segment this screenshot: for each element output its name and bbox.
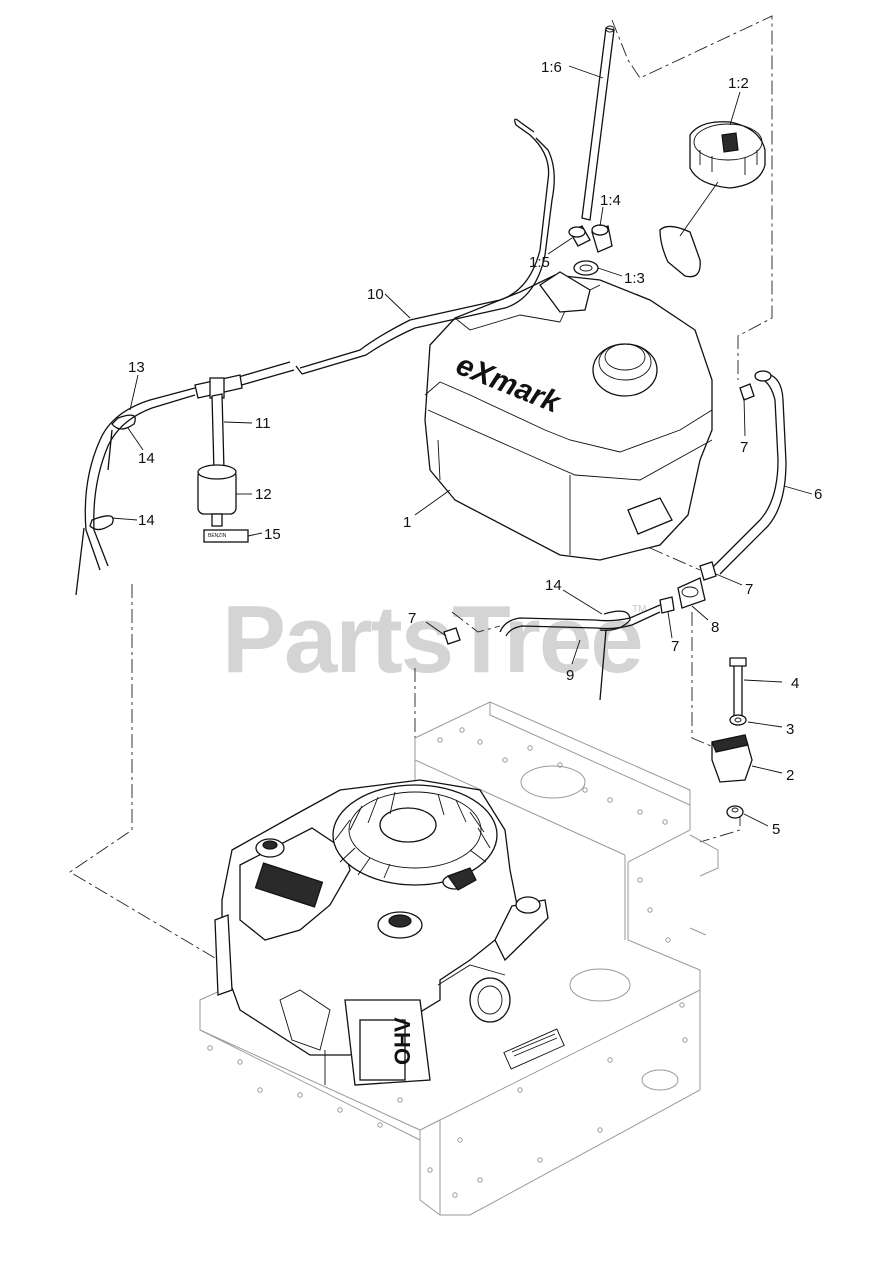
callout-1-3: 1:3 — [624, 270, 645, 287]
callout-11: 11 — [255, 415, 271, 432]
callout-13: 13 — [128, 359, 145, 376]
callout-7-right: 7 — [745, 581, 753, 598]
callout-3: 3 — [786, 721, 794, 738]
callout-8: 8 — [711, 619, 719, 636]
engine: OHV — [214, 779, 549, 1086]
callout-1-2: 1:2 — [728, 75, 749, 92]
watermark-text: PartsTree — [222, 586, 642, 693]
vent-rod-assembly — [568, 25, 615, 276]
callout-5: 5 — [772, 821, 780, 838]
engine-decal-text: OHV — [390, 1017, 415, 1065]
callout-14-lower: 14 — [138, 512, 155, 529]
callout-7-center: 7 — [671, 638, 679, 655]
callout-14-line: 14 — [545, 577, 562, 594]
callout-1-4: 1:4 — [600, 192, 621, 209]
callout-2: 2 — [786, 767, 794, 784]
callout-1-5: 1:5 — [529, 254, 550, 271]
watermark: PartsTree TM — [222, 586, 646, 693]
fuel-tank: eXmark — [424, 271, 713, 561]
callouts: 1:6 1:2 1:4 1:5 1:3 10 13 11 14 12 14 15… — [111, 59, 822, 838]
fuel-cap — [659, 121, 766, 278]
callout-7-left: 7 — [408, 610, 416, 627]
vent-hose — [295, 118, 555, 375]
callout-4: 4 — [791, 675, 799, 692]
callout-14-upper: 14 — [138, 450, 155, 467]
fuel-filter-line: BENZIN — [75, 361, 295, 596]
callout-10: 10 — [367, 286, 384, 303]
callout-1: 1 — [403, 514, 411, 531]
watermark-trademark: TM — [632, 604, 646, 615]
callout-12: 12 — [255, 486, 272, 503]
tank-mount-hardware — [711, 657, 753, 819]
callout-1-6: 1:6 — [541, 59, 562, 76]
callout-7-tank: 7 — [740, 439, 748, 456]
filter-label-text: BENZIN — [208, 533, 227, 539]
fuel-hose-assembly — [443, 370, 787, 701]
callout-6: 6 — [814, 486, 822, 503]
callout-15: 15 — [264, 526, 281, 543]
callout-9: 9 — [566, 667, 574, 684]
